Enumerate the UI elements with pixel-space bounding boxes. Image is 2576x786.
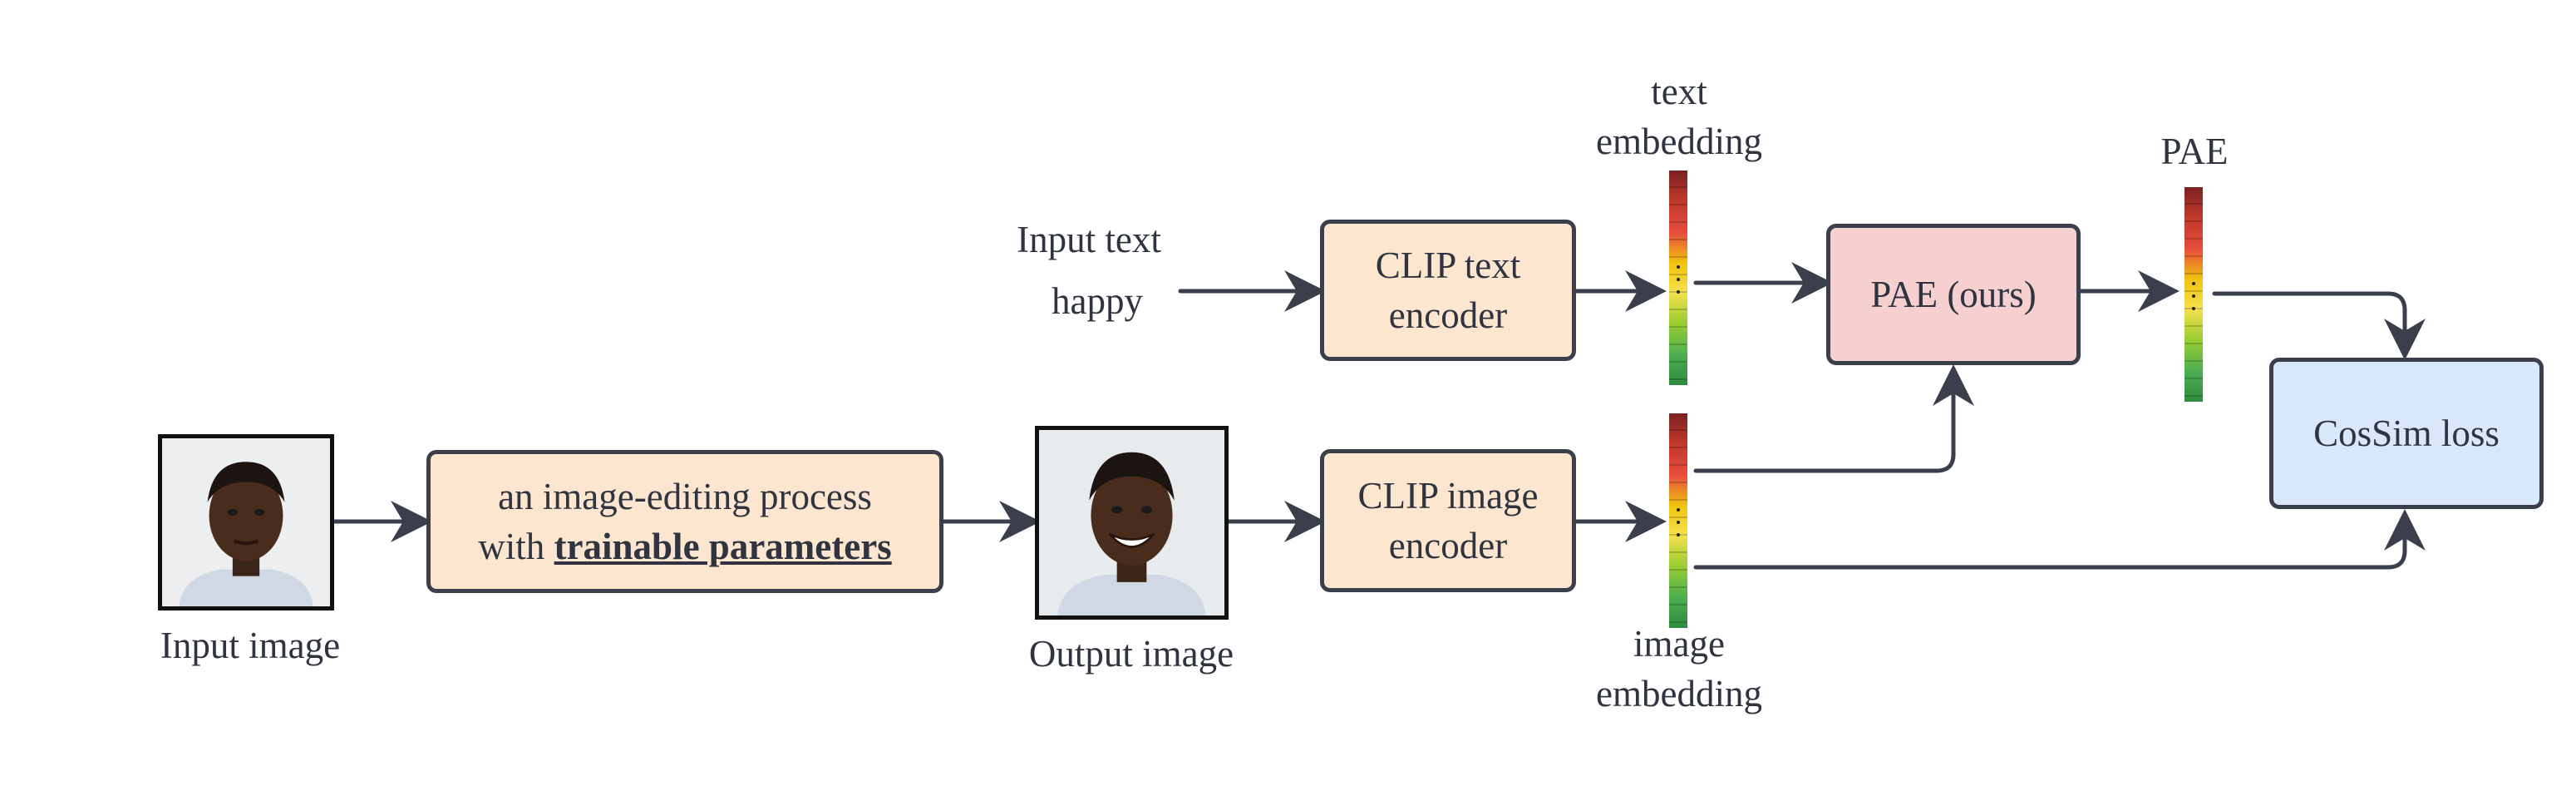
clip-image-encoder-box: CLIP image encoder	[1320, 449, 1576, 592]
editing-process-line2: with trainable parameters	[478, 522, 891, 571]
clip-text-encoder-line1: CLIP text	[1375, 245, 1521, 286]
portrait-illustration	[162, 438, 330, 606]
output-image	[1035, 426, 1229, 620]
input-text-value: happy	[1052, 280, 1143, 322]
editing-process-line1: an image-editing process	[498, 476, 872, 517]
arrow-image-embedding-to-pae	[1693, 364, 1974, 473]
output-image-caption: Output image	[1028, 633, 1234, 675]
clip-text-encoder-line2: encoder	[1388, 294, 1508, 336]
arrow-pae-vector-to-loss	[2212, 291, 2426, 360]
image-embedding-label-line1: image	[1633, 623, 1725, 665]
arrow-image-embedding-to-loss	[1693, 509, 2426, 570]
text-embedding-label-line2: embedding	[1596, 121, 1762, 162]
pae-embedding-vector	[2184, 187, 2203, 402]
editing-process-line2-prefix: with	[478, 526, 554, 567]
pae-vector-label: PAE	[2160, 131, 2229, 172]
smiling-portrait-illustration	[1039, 430, 1224, 615]
ellipsis-dot	[1677, 533, 1680, 536]
clip-image-encoder-line1: CLIP image	[1357, 475, 1539, 517]
ellipsis-dot	[1677, 508, 1680, 512]
pae-box-label: PAE (ours)	[1870, 274, 2037, 315]
pae-box: PAE (ours)	[1826, 224, 2081, 365]
cossim-loss-box: CosSim loss	[2269, 358, 2544, 509]
text-embedding-label-line1: text	[1651, 71, 1707, 112]
trainable-parameters-label: trainable parameters	[554, 526, 892, 567]
ellipsis-dot	[1677, 265, 1680, 269]
image-embedding-vector	[1669, 413, 1687, 628]
input-image	[158, 434, 334, 611]
image-embedding-label-line2: embedding	[1596, 673, 1762, 714]
ellipsis-dot	[2192, 282, 2195, 285]
ellipsis-dot	[1677, 278, 1680, 281]
text-embedding-vector	[1669, 171, 1687, 385]
input-image-caption: Input image	[160, 625, 341, 666]
clip-text-encoder-box: CLIP text encoder	[1320, 220, 1576, 361]
input-text-title: Input text	[1017, 219, 1161, 260]
ellipsis-dot	[2192, 294, 2195, 298]
clip-image-encoder-line2: encoder	[1388, 525, 1508, 566]
cossim-loss-label: CosSim loss	[2313, 413, 2500, 454]
ellipsis-dot	[1677, 521, 1680, 524]
ellipsis-dot	[2192, 307, 2195, 310]
image-editing-process-box: an image-editing process with trainable …	[426, 450, 943, 593]
ellipsis-dot	[1677, 290, 1680, 294]
